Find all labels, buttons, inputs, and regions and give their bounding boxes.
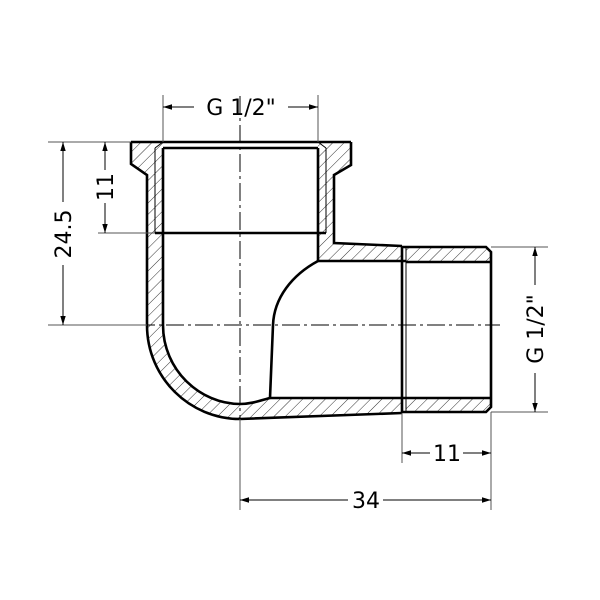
dimension-top-thread: G 1/2" — [163, 96, 318, 121]
dimension-label-top-thread: G 1/2" — [206, 96, 276, 121]
dimension-label-female-depth: 11 — [94, 173, 119, 201]
dimension-right-thread: G 1/2" — [524, 247, 549, 412]
dimension-label-length: 34 — [352, 489, 380, 514]
dimension-height-to-center: 24.5 — [52, 142, 77, 325]
dimension-male-thread-length: 11 — [402, 442, 491, 467]
dimension-female-thread-depth: 11 — [94, 142, 119, 233]
dimension-label-male-length: 11 — [433, 442, 461, 467]
extension-lines — [48, 95, 548, 510]
dimension-label-height: 24.5 — [52, 210, 77, 259]
dimension-length-to-center: 34 — [240, 489, 491, 514]
fitting-outline — [129, 140, 493, 421]
dimension-label-right-thread: G 1/2" — [524, 294, 549, 364]
section-hatching — [131, 142, 491, 419]
